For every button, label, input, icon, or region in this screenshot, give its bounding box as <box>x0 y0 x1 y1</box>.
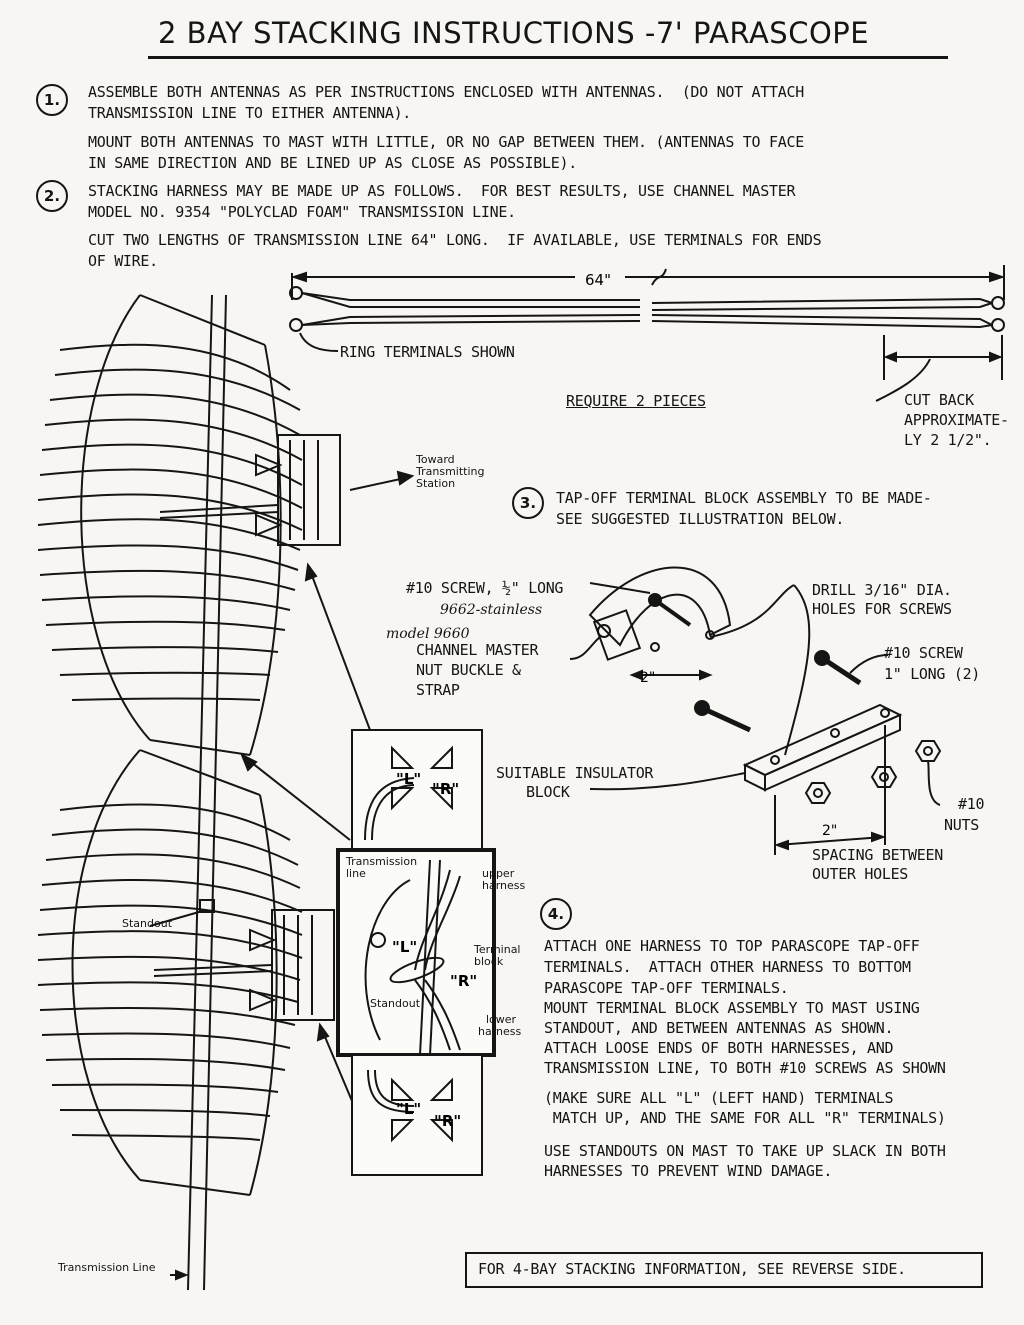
nuts-line-2: NUTS <box>944 816 979 834</box>
step-4-number: 4. <box>540 898 572 930</box>
step-2-line-2: MODEL NO. 9354 "POLYCLAD FOAM" TRANSMISS… <box>88 203 516 221</box>
inset-top-r-label: "R" <box>432 780 459 798</box>
drill-line-2: HOLES FOR SCREWS <box>812 600 952 618</box>
inset-main-l-label: "L" <box>392 938 417 956</box>
page-title: 2 BAY STACKING INSTRUCTIONS -7' PARASCOP… <box>158 16 870 50</box>
insulator-line-1: SUITABLE INSULATOR <box>496 764 654 782</box>
step-3-number: 3. <box>512 487 544 519</box>
toward-line-1: Toward <box>416 453 455 466</box>
transmission-line-label: Transmission Line <box>58 1261 156 1274</box>
step-4-line-4: MOUNT TERMINAL BLOCK ASSEMBLY TO MAST US… <box>544 999 920 1017</box>
inset-upper-harness-2: harness <box>482 879 526 892</box>
footer-note: FOR 4-BAY STACKING INFORMATION, SEE REVE… <box>478 1260 906 1278</box>
cut-back-line-3: LY 2 1/2". <box>904 431 992 449</box>
inset-lower-harness-1: lower <box>486 1013 517 1026</box>
cut-back-line-1: CUT BACK <box>904 391 974 409</box>
nut-buckle-line-2: NUT BUCKLE & <box>416 661 521 679</box>
step-3-line-1: TAP-OFF TERMINAL BLOCK ASSEMBLY TO BE MA… <box>556 489 932 507</box>
long-screw-line-1: #10 SCREW <box>884 644 963 662</box>
step-4-line-7: TRANSMISSION LINE, TO BOTH #10 SCREWS AS… <box>544 1059 946 1077</box>
inset-terminal-block-2: block <box>474 955 504 968</box>
step-2-line-1: STACKING HARNESS MAY BE MADE UP AS FOLLO… <box>88 182 796 200</box>
step-1-line-4: IN SAME DIRECTION AND BE LINED UP AS CLO… <box>88 154 577 172</box>
terminal-block-drawing: 2" 2" <box>569 566 942 855</box>
step-4-line-10: USE STANDOUTS ON MAST TO TAKE UP SLACK I… <box>544 1142 946 1160</box>
step-4-line-3: PARASCOPE TAP-OFF TERMINALS. <box>544 979 789 997</box>
nut-buckle-line-1: CHANNEL MASTER <box>416 641 539 659</box>
spacing-line-2: OUTER HOLES <box>812 865 909 883</box>
step-4-line-11: HARNESSES TO PREVENT WIND DAMAGE. <box>544 1162 833 1180</box>
drill-line-1: DRILL 3/16" DIA. <box>812 581 952 599</box>
standout-label: Standout <box>122 917 173 930</box>
inset-terminal-block-1: Terminal <box>474 943 521 956</box>
insulator-line-2: BLOCK <box>526 783 570 801</box>
footer-box <box>465 1252 983 1288</box>
step-1-line-3: MOUNT BOTH ANTENNAS TO MAST WITH LITTLE,… <box>88 133 804 151</box>
step-4-line-2: TERMINALS. ATTACH OTHER HARNESS TO BOTTO… <box>544 958 911 976</box>
short-screw-label: #10 SCREW, ½" LONG <box>406 579 564 597</box>
harness-length-label: 64" <box>585 271 611 289</box>
inset-upper-harness-1: upper <box>482 867 515 880</box>
step-1-line-1: ASSEMBLE BOTH ANTENNAS AS PER INSTRUCTIO… <box>88 83 804 101</box>
require-pieces-label: REQUIRE 2 PIECES <box>566 392 706 410</box>
inset-bottom-l-label: "L" <box>396 1100 421 1118</box>
step-4-line-9: MATCH UP, AND THE SAME FOR ALL "R" TERMI… <box>544 1109 946 1127</box>
stacked-antenna-drawing: "L" "R" "L" "R" "L" "R" <box>37 294 496 1291</box>
inset-transmission-line-2: line <box>346 867 366 880</box>
inset-lower-harness-2: harness <box>478 1025 522 1038</box>
inset-main-r-label: "R" <box>450 972 477 990</box>
nuts-line-1: #10 <box>958 795 985 813</box>
inset-standout-label: Standout <box>370 997 421 1010</box>
step-2-number: 2. <box>36 180 68 212</box>
toward-line-3: Station <box>416 477 456 490</box>
title-underline <box>148 56 948 59</box>
ring-terminals-label: RING TERMINALS SHOWN <box>340 343 515 361</box>
step-4-line-5: STANDOUT, AND BETWEEN ANTENNAS AS SHOWN. <box>544 1019 894 1037</box>
handwritten-stainless-note: 9662-stainless <box>440 602 543 618</box>
nut-buckle-line-3: STRAP <box>416 681 460 699</box>
spacing-dimension-label: 2" <box>822 823 837 839</box>
harness-drawing: 64" <box>289 265 1006 402</box>
step-1-number: 1. <box>36 84 68 116</box>
inset-transmission-line-1: Transmission <box>346 855 418 868</box>
long-screw-line-2: 1" LONG (2) <box>884 665 981 683</box>
step-2-line-3: CUT TWO LENGTHS OF TRANSMISSION LINE 64"… <box>88 231 822 249</box>
step-4-line-8: (MAKE SURE ALL "L" (LEFT HAND) TERMINALS <box>544 1089 894 1107</box>
toward-line-2: Transmitting <box>416 465 485 478</box>
step-3-line-2: SEE SUGGESTED ILLUSTRATION BELOW. <box>556 510 845 528</box>
inset-top-l-label: "L" <box>396 770 421 788</box>
handwritten-model-note: model 9660 <box>386 626 470 642</box>
spacing-line-1: SPACING BETWEEN <box>812 846 943 864</box>
step-1-line-2: TRANSMISSION LINE TO EITHER ANTENNA). <box>88 104 412 122</box>
cut-back-line-2: APPROXIMATE- <box>904 411 1009 429</box>
step-2-line-4: OF WIRE. <box>88 252 158 270</box>
strap-dimension-label: 2" <box>640 670 655 686</box>
inset-bottom-r-label: "R" <box>434 1112 461 1130</box>
step-4-line-1: ATTACH ONE HARNESS TO TOP PARASCOPE TAP-… <box>544 937 920 955</box>
step-4-line-6: ATTACH LOOSE ENDS OF BOTH HARNESSES, AND <box>544 1039 894 1057</box>
